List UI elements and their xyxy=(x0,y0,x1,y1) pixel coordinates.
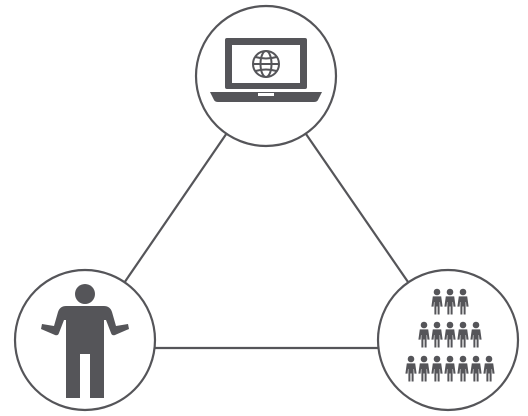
person-shrug-icon xyxy=(41,284,129,398)
node-internet xyxy=(194,4,338,148)
node-crowd xyxy=(376,268,520,412)
node-individual xyxy=(13,268,157,412)
laptop-globe-icon xyxy=(210,38,322,102)
